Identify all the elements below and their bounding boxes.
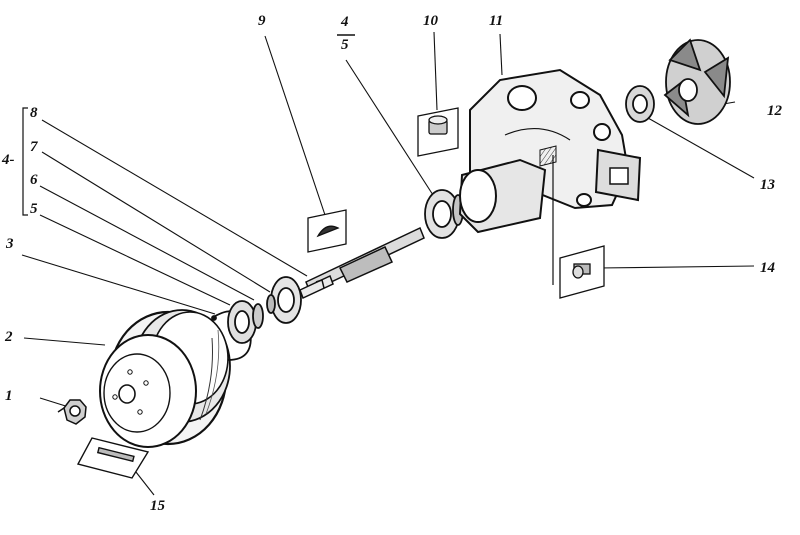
callout-12: 12: [767, 103, 782, 119]
shaft-part: [299, 226, 425, 300]
callout-5: 5: [30, 201, 38, 217]
callout-14: 14: [760, 260, 775, 276]
callout-3: 3: [6, 236, 14, 252]
castle-nut-part: [57, 399, 87, 425]
callout-9: 9: [258, 13, 266, 29]
key-part: [76, 437, 150, 479]
callout-13: 13: [760, 177, 775, 193]
pulley-part: [99, 309, 231, 448]
callout-7: 7: [30, 139, 38, 155]
callout-fraction-top: 4: [341, 14, 349, 30]
group-bracket: [22, 107, 28, 216]
drain-cock-part: [552, 155, 605, 299]
callout-group-4: 4-: [2, 152, 15, 168]
callout-fraction-bottom: 5: [341, 37, 349, 53]
callout-1: 1: [5, 388, 13, 404]
callout-8: 8: [30, 105, 38, 121]
rear-bearing-part: [424, 189, 464, 239]
plug-part: [417, 107, 459, 157]
callout-6: 6: [30, 172, 38, 188]
pump-housing-part: [458, 68, 642, 234]
leader-lines: [21, 31, 755, 496]
callout-15: 15: [150, 498, 165, 514]
callout-10: 10: [423, 13, 438, 29]
impeller-part: [663, 38, 731, 125]
segment-key-part: [307, 209, 347, 253]
callout-11: 11: [489, 13, 504, 29]
bearing-8-part: [266, 276, 302, 324]
callout-2: 2: [5, 329, 13, 345]
seal-part: [625, 85, 655, 123]
front-bearing-part: [227, 300, 264, 344]
